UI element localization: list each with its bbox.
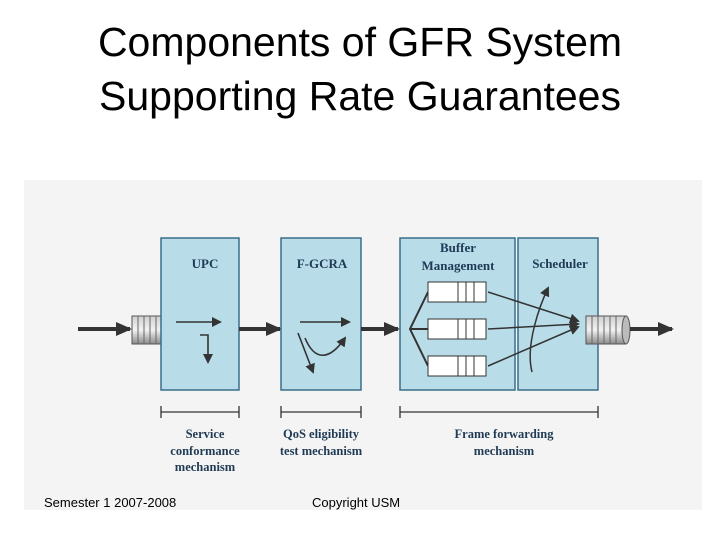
footer-semester: Semester 1 2007-2008 [44, 495, 177, 510]
bracket-service [160, 406, 240, 418]
fgcra-box: F-GCRA [280, 237, 362, 391]
vc-queue-3 [427, 355, 487, 377]
frame-label-line-1: Frame forwarding [455, 427, 555, 441]
upc-box: UPC [160, 237, 240, 391]
buffer-label-line-1: Buffer [440, 240, 476, 255]
qos-label-line-2: test mechanism [280, 444, 363, 458]
scheduler-converge-arrows [487, 291, 580, 367]
fgcra-label: F-GCRA [297, 256, 348, 271]
upc-label: UPC [192, 256, 219, 271]
service-label-line-3: mechanism [175, 460, 236, 474]
scheduler-label: Scheduler [532, 256, 588, 271]
frame-label-line-2: mechanism [474, 444, 535, 458]
diagram-panel [24, 180, 702, 510]
bracket-frame [399, 406, 599, 418]
output-queue-icon [585, 315, 631, 345]
service-label-line-1: Service [186, 427, 225, 441]
buffer-label-line-2: Management [422, 258, 496, 273]
fan-out-arrows [408, 291, 429, 367]
service-label-line-2: conformance [170, 444, 240, 458]
vc-queue-1 [427, 281, 487, 303]
vc-queue-2 [427, 318, 487, 340]
footer-copyright: Copyright USM [312, 495, 401, 510]
slide-title-line-2: Supporting Rate Guarantees [99, 73, 621, 119]
bracket-qos [280, 406, 362, 418]
slide-title-line-1: Components of GFR System [97, 19, 623, 65]
qos-label-line-1: QoS eligibility [283, 427, 360, 441]
